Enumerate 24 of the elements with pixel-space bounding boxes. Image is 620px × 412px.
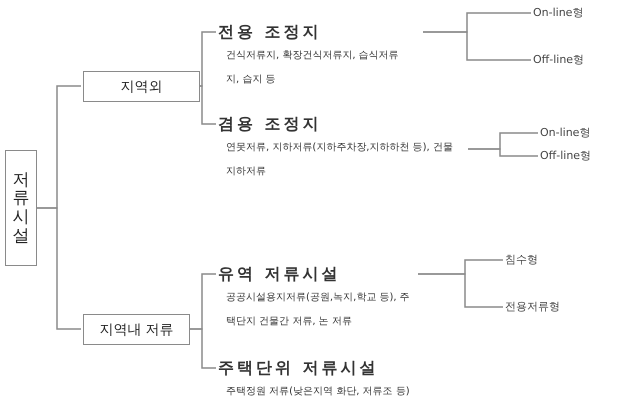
- category-heading: 주택단위 저류시설: [218, 357, 380, 379]
- type-label: Off-line형: [533, 50, 584, 70]
- connector-line: [468, 148, 538, 157]
- category-description: 공공시설용지저류(공원,녹지,학교 등), 주택단지 건물간 저류, 논 저류: [225, 291, 411, 329]
- connector-line: [418, 273, 503, 308]
- type-label: Off-line형: [540, 146, 592, 166]
- category-description: 건식저류지, 확장건식저류지, 습식저류지, 습지 등: [225, 49, 400, 87]
- connector-line: [200, 31, 216, 87]
- connector-line: [200, 85, 216, 125]
- category-box: 지역내 저류: [83, 314, 190, 345]
- category-box: 지역외: [83, 71, 200, 102]
- connector-line: [190, 328, 216, 369]
- type-label: 침수형: [505, 250, 538, 270]
- type-label: On-line형: [540, 123, 590, 143]
- category-heading: 유역 저류시설: [218, 263, 342, 285]
- category-heading: 전용 조정지: [218, 21, 323, 43]
- connector-line: [423, 31, 531, 61]
- type-label: 전용저류형: [505, 297, 560, 317]
- category-description: 주택정원 저류(낮은지역 화단, 저류조 등): [225, 385, 411, 399]
- category-box: 저류시설: [5, 150, 37, 266]
- category-heading: 겸용 조정지: [218, 113, 323, 135]
- connector-line: [37, 207, 81, 330]
- category-description: 연못저류, 지하저류(지하주차장,지하하천 등), 건물지하저류: [225, 141, 454, 179]
- type-label: On-line형: [533, 3, 584, 23]
